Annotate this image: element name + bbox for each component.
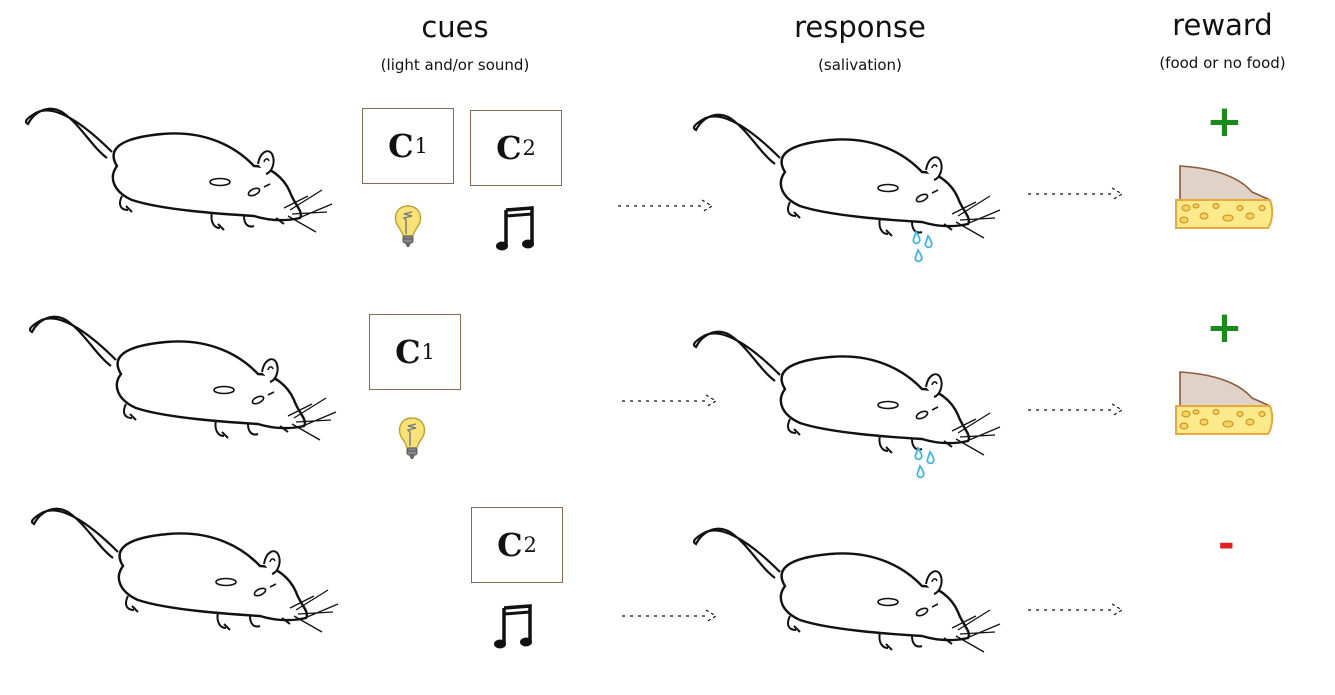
rat-icon xyxy=(692,113,1002,240)
reward-title: reward xyxy=(1172,8,1273,42)
rat-icon xyxy=(28,315,338,442)
rat-icon xyxy=(692,527,1002,654)
drop-icon xyxy=(912,231,933,263)
dotted-arrow-icon xyxy=(1027,187,1123,201)
reward-header: reward (food or no food) xyxy=(1130,8,1315,72)
light-bulb-icon xyxy=(398,417,426,460)
response-subtitle: (salivation) xyxy=(818,55,902,74)
response-header: response (salivation) xyxy=(760,10,960,74)
rat-icon xyxy=(692,330,1002,457)
rat-icon xyxy=(30,507,340,634)
cheese-icon xyxy=(1175,371,1274,435)
rat-icon xyxy=(24,107,334,234)
reward-subtitle: (food or no food) xyxy=(1159,53,1286,72)
cue-c2-subscript: 2 xyxy=(523,533,537,557)
cheese-icon xyxy=(1175,165,1274,229)
dotted-arrow-icon xyxy=(1027,403,1123,417)
response-title: response xyxy=(794,10,926,44)
cue-c2-label: C xyxy=(497,526,523,564)
cue-c2-label: C xyxy=(496,129,522,167)
cue-c1-label: C xyxy=(388,127,414,165)
drop-icon xyxy=(914,447,935,479)
reward-sign: + xyxy=(1206,302,1243,353)
cue-c2-subscript: 2 xyxy=(522,136,536,160)
reward-sign: + xyxy=(1206,96,1243,147)
light-bulb-icon xyxy=(394,205,422,248)
cues-subtitle: (light and/or sound) xyxy=(380,55,530,74)
cue-c1-subscript: 1 xyxy=(421,340,435,364)
cues-header: cues (light and/or sound) xyxy=(340,10,570,74)
reward-sign: - xyxy=(1218,521,1235,567)
music-note-icon xyxy=(492,604,534,651)
cue-c1-label: C xyxy=(395,333,421,371)
cues-title: cues xyxy=(421,10,489,44)
dotted-arrow-icon xyxy=(1027,603,1123,617)
music-note-icon xyxy=(494,206,536,253)
cue-c1-subscript: 1 xyxy=(414,134,428,158)
